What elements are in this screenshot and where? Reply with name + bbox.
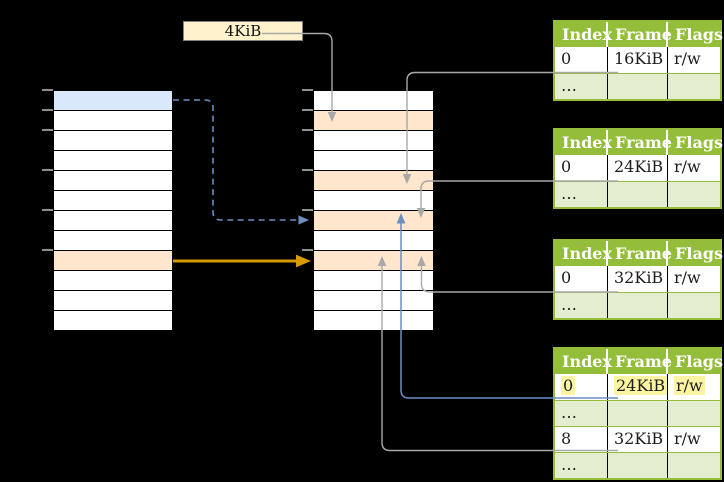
- memory-row-5: [314, 191, 433, 211]
- table-cell: …: [555, 453, 608, 478]
- memory-row-3: [54, 151, 172, 171]
- table-cell: [608, 453, 668, 478]
- table-cell: [608, 401, 668, 426]
- table-header-cell: Index: [555, 241, 612, 266]
- table-row: …: [555, 400, 720, 426]
- table-cell: 32KiB: [608, 427, 668, 452]
- table-cell: [668, 401, 720, 426]
- table-header-cell: Index: [555, 130, 612, 155]
- table-cell: 8: [555, 427, 608, 452]
- table-cell: [668, 74, 720, 99]
- memory-row-6: [314, 211, 433, 231]
- memory-row-3: [314, 151, 433, 171]
- table-header-cell: Frame: [608, 349, 672, 374]
- memory-row-4: [54, 171, 172, 191]
- memory-row-5: [54, 191, 172, 211]
- table-header-cell: Flags: [675, 25, 723, 44]
- table-cell: …: [555, 401, 608, 426]
- memory-row-4: [314, 171, 433, 191]
- table-header-cell: Frame: [608, 130, 672, 155]
- table-header-cell: Frame: [608, 22, 672, 47]
- table-row: 0 24KiB r/w: [555, 374, 720, 400]
- memory-row-1: [54, 111, 172, 131]
- table-header-cell: Flags: [675, 244, 723, 263]
- memory-row-11: [314, 311, 433, 330]
- memory-row-2: [314, 131, 433, 151]
- table-cell: r/w: [668, 374, 720, 400]
- memory-row-0: [54, 91, 172, 111]
- memory-row-7: [314, 231, 433, 251]
- table-cell: 32KiB: [608, 266, 668, 292]
- memory-row-7: [54, 231, 172, 251]
- arrow-virtual-page0-to-frame: [173, 99, 309, 225]
- table-row: …: [555, 292, 720, 318]
- memory-row-6: [54, 211, 172, 231]
- table-row: …: [555, 452, 720, 478]
- arrow-virtual-page8-to-frame: [173, 254, 311, 268]
- table-cell: …: [555, 182, 608, 207]
- highlighted-value: r/w: [674, 376, 705, 395]
- table-cell: [608, 182, 668, 207]
- table-cell: r/w: [674, 429, 701, 448]
- table-cell: 24KiB: [608, 374, 668, 400]
- table-cell: [608, 293, 668, 318]
- table-header-cell: Flags: [675, 352, 723, 371]
- virtual-memory-column: [53, 90, 173, 331]
- memory-row-8: [54, 251, 172, 271]
- physical-memory-column: [313, 90, 434, 331]
- memory-row-11: [54, 311, 172, 330]
- memory-row-8: [314, 251, 433, 271]
- table-cell: 0: [555, 47, 608, 73]
- table-cell: …: [555, 74, 608, 99]
- page-size-label: 4KiB: [224, 22, 262, 40]
- table-cell: [668, 453, 720, 478]
- memory-row-9: [314, 271, 433, 291]
- table-cell: r/w: [674, 157, 701, 176]
- virtual-column-ticks: [42, 89, 53, 251]
- page-size-label-box: 4KiB: [183, 21, 303, 41]
- table-cell: r/w: [674, 268, 701, 287]
- memory-row-9: [54, 271, 172, 291]
- table-cell: r/w: [674, 49, 701, 68]
- table-cell: [668, 182, 720, 207]
- table-cell: …: [555, 293, 608, 318]
- table-row: …: [555, 181, 720, 207]
- table-row: …: [555, 73, 720, 99]
- memory-row-0: [314, 91, 433, 111]
- table-cell: 0: [555, 374, 608, 400]
- memory-row-10: [314, 291, 433, 311]
- physical-column-ticks: [302, 89, 313, 251]
- table-cell: 24KiB: [608, 155, 668, 181]
- table-cell: 16KiB: [608, 47, 668, 73]
- table-cell: [668, 293, 720, 318]
- highlighted-value: 0: [561, 376, 576, 395]
- memory-row-2: [54, 131, 172, 151]
- table-header-cell: Index: [555, 22, 612, 47]
- memory-row-1: [314, 111, 433, 131]
- memory-row-10: [54, 291, 172, 311]
- table-cell: [608, 74, 668, 99]
- table-cell: 0: [555, 155, 608, 181]
- table-header-cell: Flags: [675, 133, 723, 152]
- table-header-cell: Frame: [608, 241, 672, 266]
- table-header-cell: Index: [555, 349, 612, 374]
- highlighted-value: 24KiB: [614, 376, 668, 395]
- table-cell: 0: [555, 266, 608, 292]
